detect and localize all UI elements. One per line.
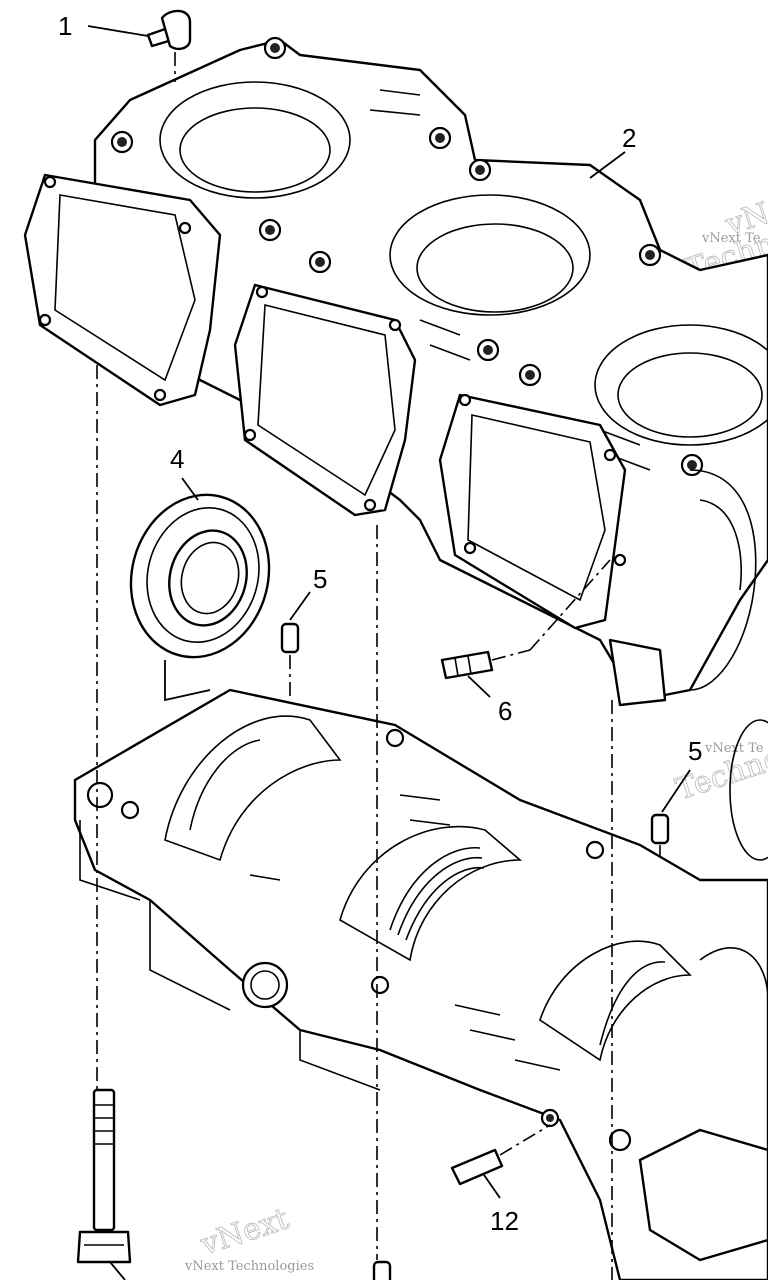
watermark-small-2: vNext Te (701, 231, 761, 246)
crankcase-bolt (76, 1088, 132, 1280)
dowel-pin-part-5-a (280, 591, 311, 700)
stud-bottom (372, 1260, 392, 1280)
watermark-small-5: vNext Technologies (184, 1259, 314, 1274)
watermark-big-7: Technologies (672, 713, 768, 808)
pin-part-6 (440, 559, 611, 698)
callout-5b: 5 (688, 736, 702, 766)
callout-1: 1 (58, 11, 72, 41)
alignment-lines (96, 365, 613, 1280)
callout-5a: 5 (313, 564, 327, 594)
dowel-part-12 (450, 1124, 551, 1199)
callout-6: 6 (498, 696, 512, 726)
lower-crankcase (73, 688, 768, 1280)
upper-crankcase-part-2 (23, 36, 768, 707)
fitting-part-1 (87, 9, 192, 82)
callout-labels: 1 2 4 5 6 5 12 (58, 11, 702, 1236)
callout-2: 2 (622, 123, 636, 153)
crankshaft-seal-part-4 (129, 477, 271, 702)
callout-4: 4 (170, 444, 184, 474)
watermark-small-4: vNext Te (704, 741, 764, 756)
watermark-big-8: vNext (196, 1202, 293, 1263)
callout-12: 12 (490, 1206, 519, 1236)
